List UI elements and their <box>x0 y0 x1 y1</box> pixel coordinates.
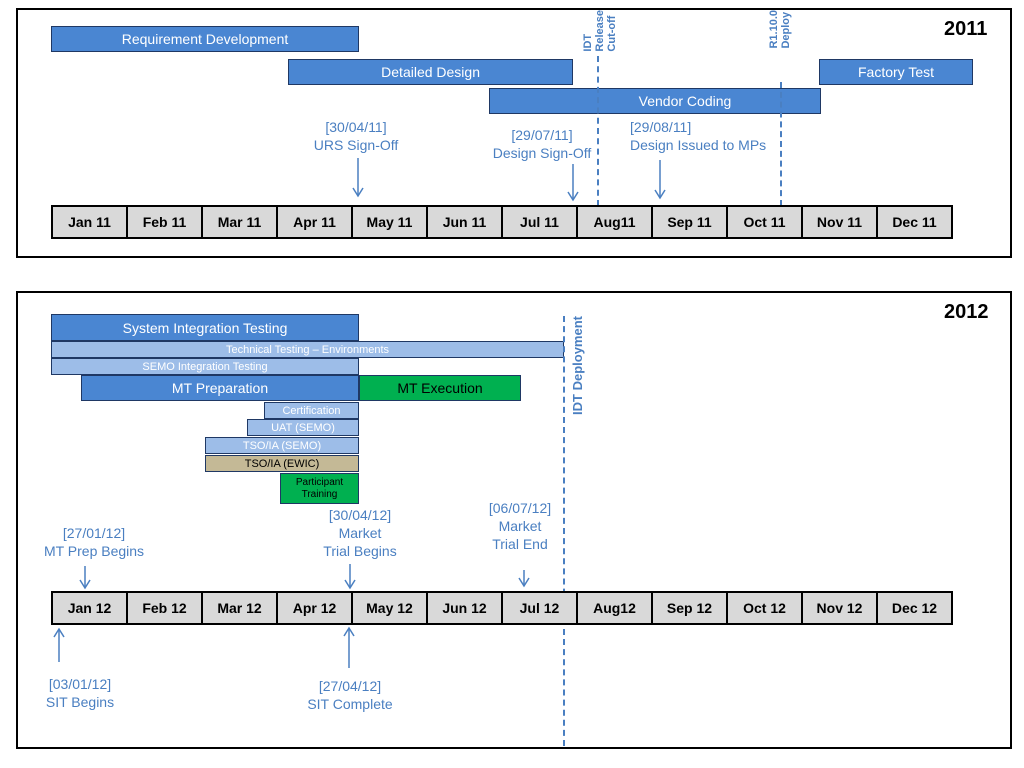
month-cell: Oct 11 <box>726 205 803 239</box>
bar-semo-integration-testing: SEMO Integration Testing <box>51 358 359 375</box>
month-cell: Jun 11 <box>426 205 503 239</box>
month-row-2011: Jan 11 Feb 11 Mar 11 Apr 11 May 11 Jun 1… <box>51 205 953 239</box>
bar-mt-preparation: MT Preparation <box>81 375 359 401</box>
month-cell: Nov 12 <box>801 591 878 625</box>
milestone-design-signoff: [29/07/11] Design Sign-Off <box>492 127 592 161</box>
idt-release-cutoff-label: IDT Release Cut-off <box>582 10 618 52</box>
bar-tso-ia-semo: TSO/IA (SEMO) <box>205 437 359 454</box>
r1100-deploy-label: R1.10.0 Deploy <box>768 10 792 49</box>
bar-factory-test: Factory Test <box>819 59 973 85</box>
milestone-design-issued: [29/08/11] Design Issued to MPs <box>630 119 767 153</box>
idt-deployment-line <box>563 316 565 746</box>
bar-uat-semo: UAT (SEMO) <box>247 419 359 436</box>
month-cell: Dec 12 <box>876 591 953 625</box>
month-row-2012: Jan 12 Feb 12 Mar 12 Apr 12 May 12 Jun 1… <box>51 591 953 625</box>
year-2012-title: 2012 <box>944 301 989 323</box>
month-cell: Aug11 <box>576 205 653 239</box>
month-cell: Jul 11 <box>501 205 578 239</box>
month-cell: Jul 12 <box>501 591 578 625</box>
month-cell: Dec 11 <box>876 205 953 239</box>
month-cell: Apr 11 <box>276 205 353 239</box>
idt-deployment-label: IDT Deployment <box>570 316 585 415</box>
month-cell: Jan 11 <box>51 205 128 239</box>
month-cell: Sep 11 <box>651 205 728 239</box>
month-cell: May 11 <box>351 205 428 239</box>
milestone-sit-complete: [27/04/12] SIT Complete <box>307 678 393 712</box>
bar-vendor-coding: Vendor Coding <box>489 88 821 114</box>
month-cell: Oct 12 <box>726 591 803 625</box>
month-cell: Feb 12 <box>126 591 203 625</box>
bar-detailed-design: Detailed Design <box>288 59 573 85</box>
bar-mt-execution: MT Execution <box>359 375 521 401</box>
month-cell: Mar 12 <box>201 591 278 625</box>
month-cell: Apr 12 <box>276 591 353 625</box>
milestone-sit-begins: [03/01/12] SIT Begins <box>45 676 115 710</box>
milestone-market-trial-begins: [30/04/12] Market Trial Begins <box>323 507 397 559</box>
bar-certification: Certification <box>264 402 359 419</box>
month-cell: May 12 <box>351 591 428 625</box>
month-cell: Nov 11 <box>801 205 878 239</box>
milestone-market-trial-end: [06/07/12] Market Trial End <box>488 500 552 552</box>
bar-tso-ia-ewic: TSO/IA (EWIC) <box>205 455 359 472</box>
month-cell: Feb 11 <box>126 205 203 239</box>
bar-system-integration-testing: System Integration Testing <box>51 314 359 341</box>
month-cell: Jun 12 <box>426 591 503 625</box>
month-cell: Sep 12 <box>651 591 728 625</box>
bar-requirement-development: Requirement Development <box>51 26 359 52</box>
milestone-mt-prep-begins: [27/01/12] MT Prep Begins <box>43 525 145 559</box>
bar-technical-testing: Technical Testing – Environments <box>51 341 564 358</box>
bar-participant-training: Participant Training <box>280 473 359 504</box>
r1100-deploy-line <box>780 82 782 206</box>
year-2011-title: 2011 <box>944 18 988 40</box>
milestone-urs-signoff: [30/04/11] URS Sign-Off <box>313 119 399 153</box>
idt-release-cutoff-line <box>597 56 599 206</box>
month-cell: Aug12 <box>576 591 653 625</box>
month-cell: Mar 11 <box>201 205 278 239</box>
month-cell: Jan 12 <box>51 591 128 625</box>
